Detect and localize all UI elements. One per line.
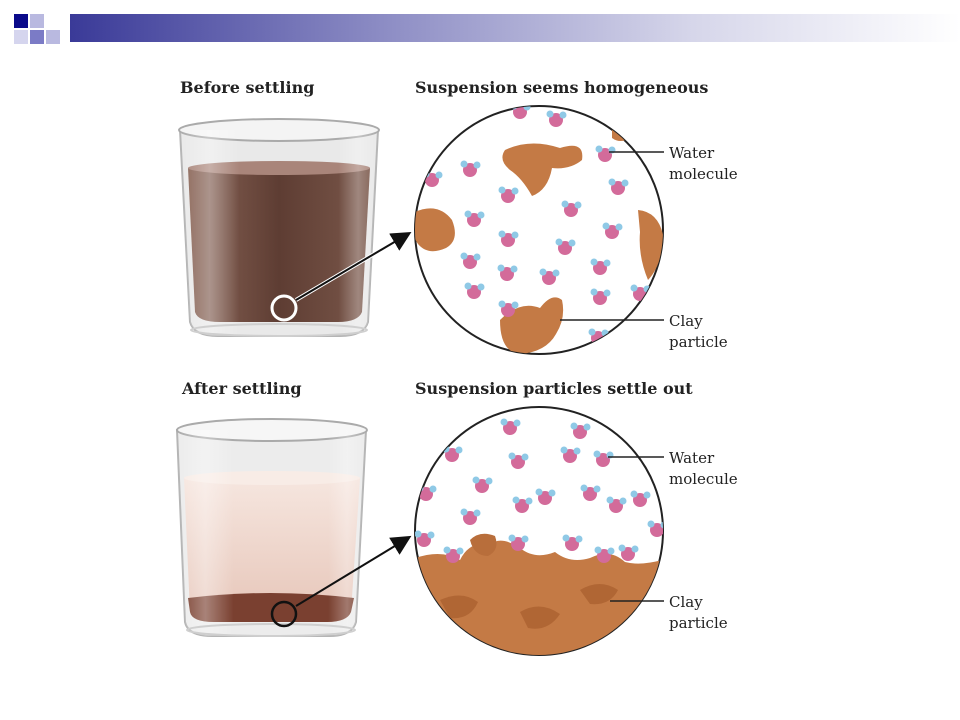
water-molecule (630, 490, 651, 507)
water-molecule (562, 534, 583, 551)
water-molecule (590, 288, 611, 305)
logo-square-mid (30, 30, 44, 44)
water-molecule (561, 200, 582, 217)
clay-particle-label-top: Clay particle (669, 312, 728, 351)
water-molecule (460, 160, 481, 177)
water-molecules-bottom (415, 418, 663, 563)
logo-square-pale (46, 30, 60, 44)
water-molecule (442, 445, 463, 462)
water-molecule (606, 496, 627, 513)
settle-out-heading: Suspension particles settle out (415, 379, 693, 398)
water-molecule (472, 476, 493, 493)
water-molecule (460, 508, 481, 525)
sample-marker-bottom (270, 600, 298, 628)
water-molecule (498, 300, 519, 317)
after-settling-heading: After settling (182, 379, 302, 398)
water-molecule (415, 530, 435, 547)
glass-after (175, 418, 368, 637)
water-molecule (498, 230, 519, 247)
water-molecule (508, 534, 529, 551)
water-molecule (498, 186, 519, 203)
water-molecule (590, 258, 611, 275)
water-molecule (497, 264, 518, 281)
water-molecule (512, 496, 533, 513)
water-molecule (618, 544, 639, 561)
water-molecule (535, 488, 556, 505)
water-molecule (647, 520, 663, 537)
water-molecule (464, 282, 485, 299)
clay-particles-bottom (415, 533, 663, 655)
water-molecule (539, 268, 560, 285)
water-molecule (443, 546, 464, 563)
water-molecule (508, 452, 529, 469)
clay-particles-top (415, 127, 663, 354)
water-molecule (560, 446, 581, 463)
before-settling-heading: Before settling (180, 78, 315, 97)
logo-square-pale2 (14, 30, 28, 44)
clay-particle-label-bottom: Clay particle (669, 593, 728, 632)
logo-square-light (30, 14, 44, 28)
water-molecule (555, 238, 576, 255)
water-molecule-label-top: Water molecule (669, 144, 738, 183)
water-molecule (460, 252, 481, 269)
water-molecule (422, 170, 443, 187)
water-molecule (464, 210, 485, 227)
water-molecule (608, 178, 629, 195)
water-molecule (570, 422, 591, 439)
water-molecule-label-bottom: Water molecule (669, 449, 738, 488)
zoom-arrow-bottom (295, 535, 412, 607)
title-bar (0, 0, 960, 60)
logo-square-dark (14, 14, 28, 28)
water-molecule (546, 110, 567, 127)
zoom-arrow-top-line (295, 231, 412, 301)
sample-marker-top (270, 294, 298, 322)
title-gradient-band (70, 14, 960, 42)
water-molecule (580, 484, 601, 501)
glass-before (178, 118, 380, 337)
water-molecule (602, 222, 623, 239)
homogeneous-heading: Suspension seems homogeneous (415, 78, 709, 97)
water-molecule (500, 418, 521, 435)
water-molecule (594, 546, 615, 563)
